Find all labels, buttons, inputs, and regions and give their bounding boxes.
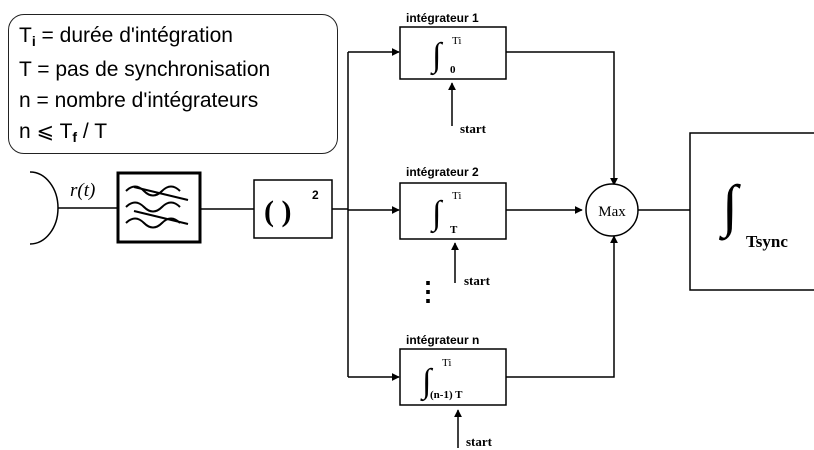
bandpass-filter-box [116, 171, 202, 244]
antenna-icon [29, 171, 59, 245]
sync-integrator-box [689, 132, 814, 291]
legend-subscript: i [31, 33, 36, 49]
legend-line-integrator-count: n = nombre d'intégrateurs [19, 89, 259, 112]
signal-label: r(t) [70, 180, 95, 201]
integrator-1-title: intégrateur 1 [406, 11, 479, 25]
integrator-1-upper-limit: Ti [452, 35, 461, 47]
legend-constraint-rhs: / T [77, 120, 108, 143]
integrator-n-box [399, 348, 507, 406]
integrator-n-upper-limit: Ti [442, 357, 451, 369]
squarer-exponent: 2 [312, 188, 319, 202]
legend-definition: = durée d'intégration [35, 24, 233, 47]
start-label-2: start [464, 273, 491, 288]
sync-label: Tsync [746, 232, 788, 251]
sync-integral-sign-icon: ∫ [718, 173, 741, 241]
start-label-n: start [466, 434, 493, 449]
integrator-1-box [399, 26, 507, 80]
start-label-1: start [460, 121, 487, 136]
integrator-2-title: intégrateur 2 [406, 165, 479, 179]
legend-line-sync-step: T = pas de synchronisation [19, 58, 271, 81]
integral-sign-icon: ∫ [420, 363, 434, 402]
legend-constraint-lhs: n ⩽ T [19, 120, 73, 143]
vertical-ellipsis-icon: ⋮ [415, 277, 441, 306]
squarer-box [253, 179, 333, 239]
legend-line-integration-time: Ti = durée d'intégration [19, 25, 233, 48]
integrator-n-to-max [506, 235, 618, 378]
integrator-2-box [399, 182, 507, 240]
integral-sign-icon: ∫ [430, 195, 444, 234]
legend-box: Ti = durée d'intégration T = pas de sync… [8, 14, 338, 154]
integrator-2-lower-limit: T [450, 224, 458, 236]
legend-line-constraint: n ⩽ Tf / T [19, 121, 107, 144]
legend-subscript: f [72, 129, 78, 145]
integrator-1-lower-limit: 0 [450, 64, 456, 76]
bandpass-filter-icon [125, 185, 189, 229]
squarer-parens: ( ) [264, 195, 291, 228]
integrator-n-title: intégrateur n [406, 333, 479, 347]
integrator-2-upper-limit: Ti [452, 190, 461, 202]
max-label: Max [598, 204, 626, 220]
integral-sign-icon: ∫ [430, 37, 444, 76]
integrator-n-lower-limit: (n-1) T [430, 389, 463, 401]
integrator-1-to-max [506, 51, 618, 186]
legend-symbol: T [19, 24, 32, 47]
